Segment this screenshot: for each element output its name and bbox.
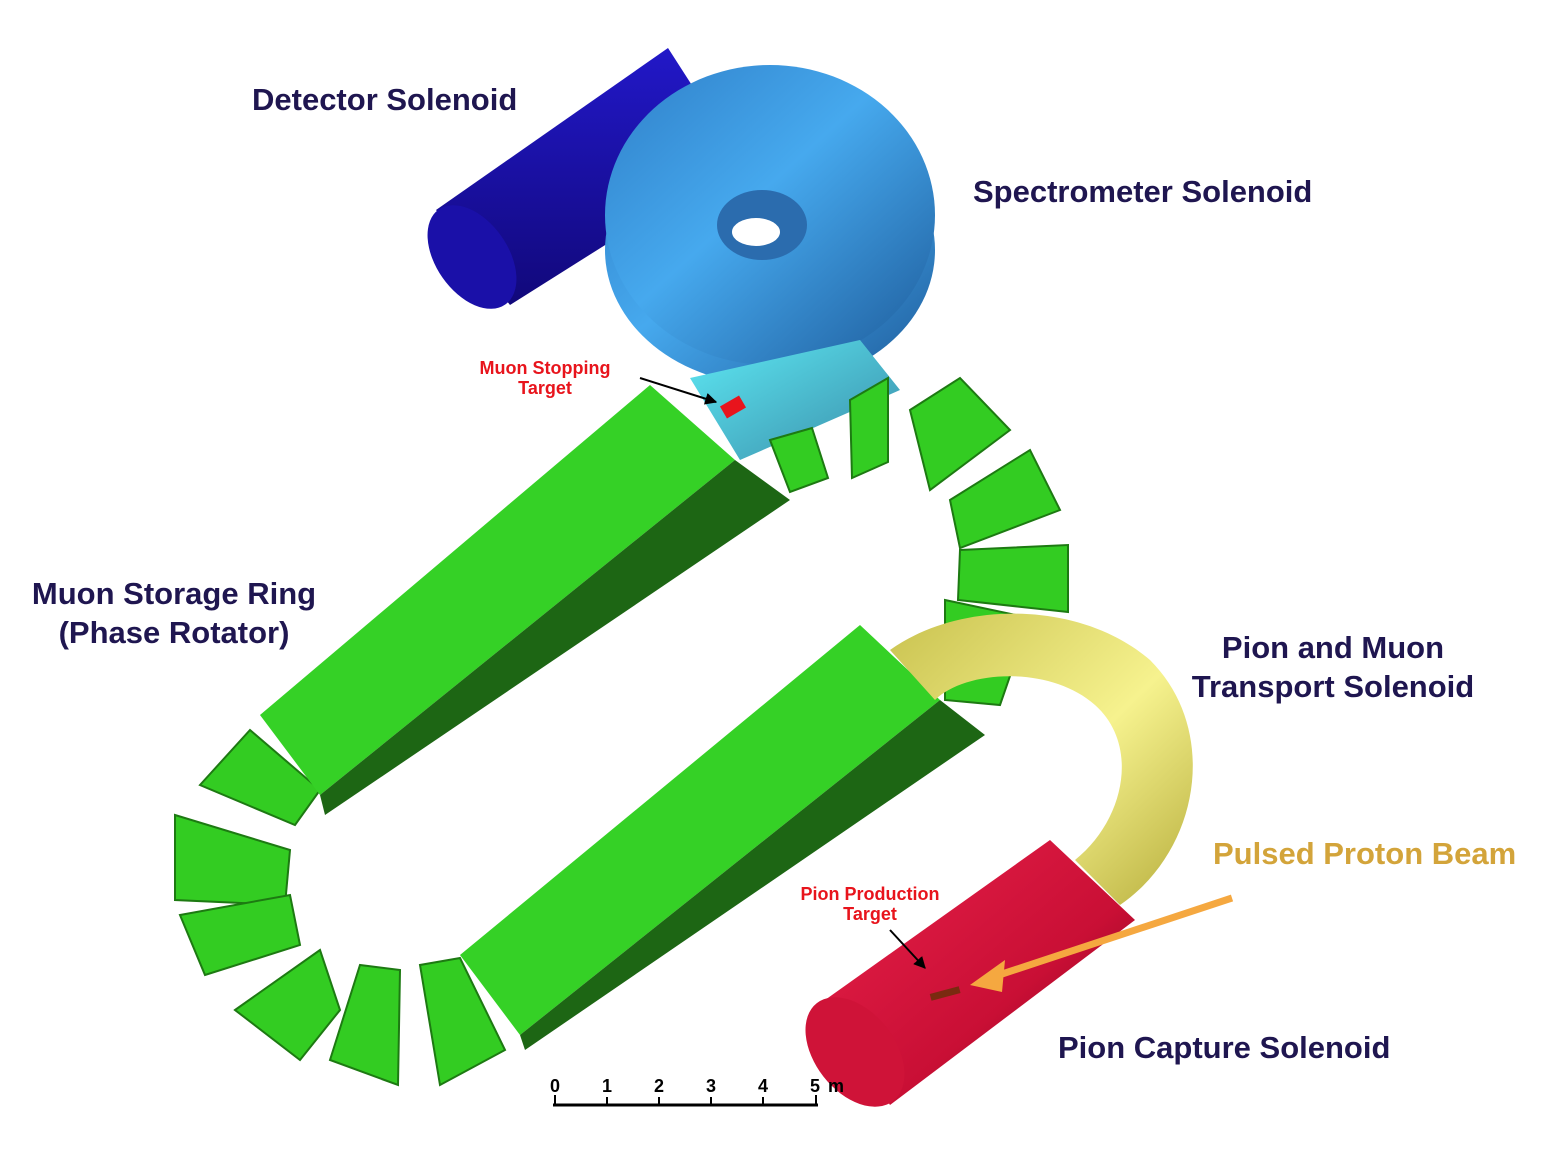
ring-dipole-magnets — [174, 376, 1069, 1087]
label-pion-production-target-line1: Pion Production — [800, 884, 940, 904]
label-muon-storage-ring: Muon Storage Ring (Phase Rotator) — [14, 574, 334, 652]
label-transport-solenoid-line1: Pion and Muon — [1221, 630, 1445, 665]
label-spectrometer-solenoid: Spectrometer Solenoid — [973, 174, 1313, 209]
scale-tick-3: 3 — [706, 1076, 716, 1096]
muon-stopping-target-marker — [719, 395, 747, 419]
muon-stopping-region — [690, 340, 900, 460]
label-pulsed-proton-beam: Pulsed Proton Beam — [1213, 836, 1517, 871]
label-transport-solenoid: Pion and Muon Transport Solenoid — [1178, 628, 1488, 706]
label-detector-solenoid: Detector Solenoid — [252, 82, 518, 117]
label-muon-storage-ring-line2: (Phase Rotator) — [58, 615, 290, 650]
label-muon-stopping-target-line1: Muon Stopping — [479, 358, 611, 378]
scale-tick-1: 1 — [602, 1076, 612, 1096]
storage-ring-straight-lower — [460, 625, 985, 1050]
scale-tick-4: 4 — [758, 1076, 768, 1096]
label-muon-storage-ring-line1: Muon Storage Ring — [31, 576, 317, 611]
pion-capture-solenoid — [805, 840, 1135, 1107]
scale-tick-5: 5 — [810, 1076, 820, 1096]
label-transport-solenoid-line2: Transport Solenoid — [1191, 669, 1475, 704]
pion-production-target-marker — [929, 986, 961, 1001]
muon-target-arrow — [639, 377, 718, 405]
label-muon-stopping-target-line2: Target — [518, 378, 572, 398]
storage-ring-straight-upper — [260, 385, 790, 815]
scale-unit: m — [828, 1076, 844, 1096]
scale-tick-2: 2 — [654, 1076, 664, 1096]
label-pion-production-target-line2: Target — [843, 904, 897, 924]
pion-target-arrow — [889, 929, 926, 969]
scale-tick-0: 0 — [550, 1076, 560, 1096]
proton-beam-arrow — [970, 894, 1234, 992]
scale-bar: 0 1 2 3 4 5 m — [550, 1076, 844, 1107]
label-pion-production-target: Pion Production Target — [780, 884, 960, 924]
transport-solenoid — [890, 613, 1193, 905]
spectrometer-solenoid — [605, 65, 935, 385]
label-pion-capture-solenoid: Pion Capture Solenoid — [1058, 1030, 1391, 1065]
label-muon-stopping-target: Muon Stopping Target — [455, 358, 635, 398]
